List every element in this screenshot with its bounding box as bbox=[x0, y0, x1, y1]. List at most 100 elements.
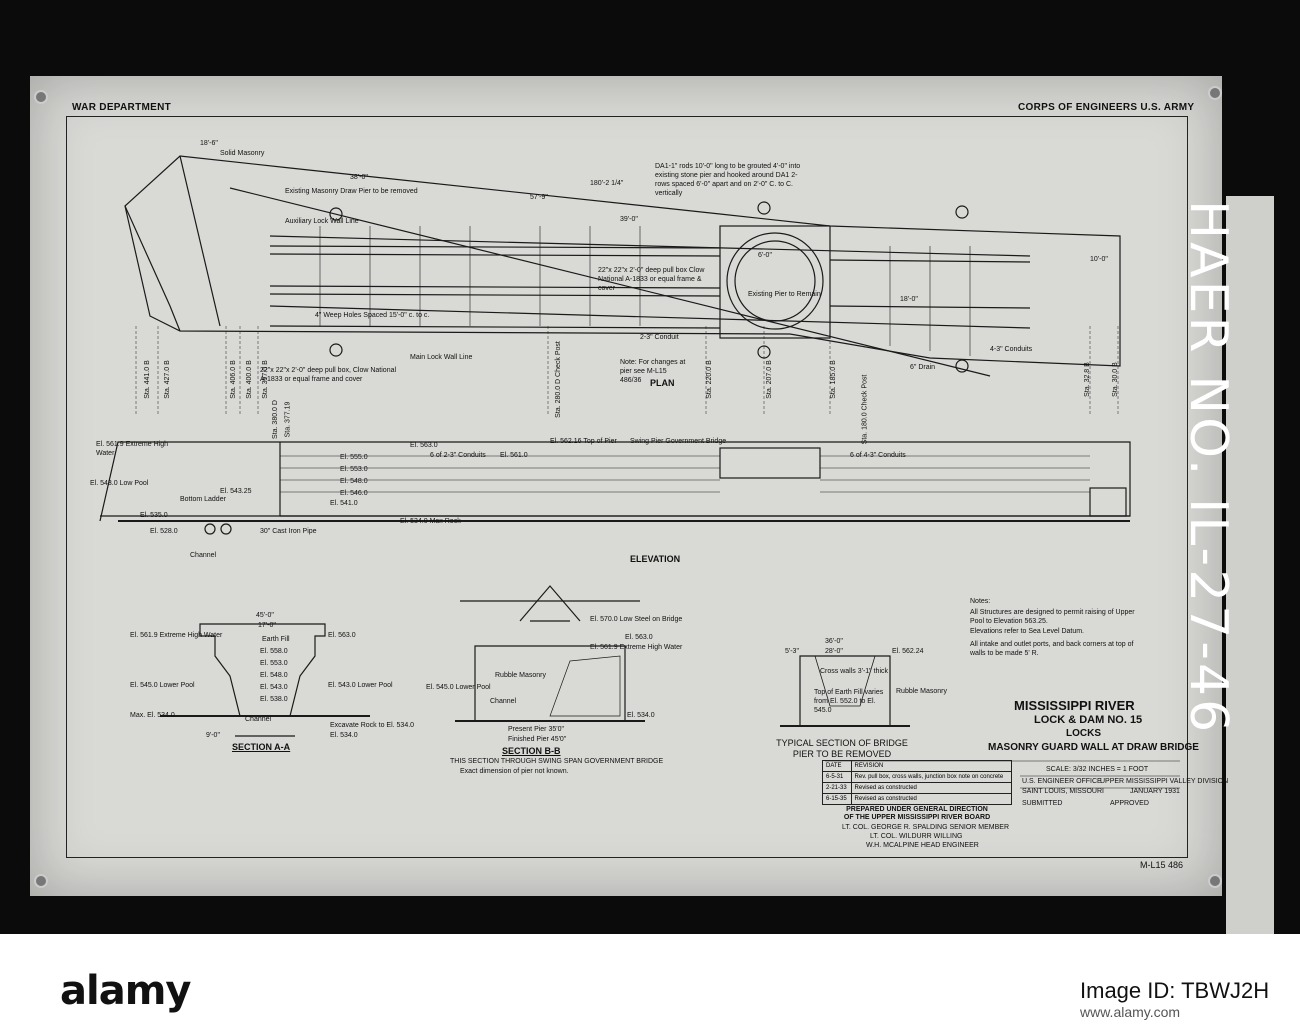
header-right: CORPS OF ENGINEERS U.S. ARMY bbox=[1018, 102, 1195, 113]
title-sheet-number: M-L15 486 bbox=[1140, 860, 1184, 870]
plan-dim-7: 10'-0" bbox=[1090, 256, 1108, 263]
station-label: Sta. 280.0 D Check Post bbox=[554, 341, 562, 418]
station-label: Sta. 400.0 B bbox=[245, 360, 253, 399]
pier-level: El. 562.24 bbox=[892, 648, 924, 655]
revision-date: 6-5-31 bbox=[822, 771, 852, 783]
plan-title: PLAN bbox=[650, 378, 675, 388]
elev-cast-pipe: 30" Cast Iron Pipe bbox=[260, 528, 317, 535]
pier-dim: 28'-0" bbox=[825, 648, 843, 655]
bb-finished: Finished Pier 45'0" bbox=[508, 736, 567, 743]
plan-drain: 6" Drain bbox=[910, 364, 936, 371]
station-label: Sta. 397.0 B bbox=[261, 360, 269, 399]
elev-bottom-ladder: Bottom Ladder bbox=[180, 496, 226, 503]
site-url[interactable]: www.alamy.com bbox=[1080, 1004, 1181, 1020]
alamy-logo[interactable]: alamy bbox=[60, 968, 191, 1014]
elev-conduits-a: 6 of 2-3" Conduits bbox=[430, 452, 486, 459]
notes-line: All Structures are designed to permit ra… bbox=[970, 609, 1135, 625]
sheet-edge bbox=[1226, 196, 1274, 966]
drawing-sheet: WAR DEPARTMENT CORPS OF ENGINEERS U.S. A… bbox=[30, 76, 1274, 966]
aa-dim: 45'-0" bbox=[256, 612, 274, 619]
pier-cross-walls: Cross walls 3'-1" thick bbox=[820, 668, 889, 675]
elev-level: El. 543.25 bbox=[220, 488, 252, 495]
aa-dim: 9'-0" bbox=[206, 732, 220, 739]
station-label: Sta. 427.0 B bbox=[163, 360, 171, 399]
title-division: UPPER MISSISSIPPI VALLEY DIVISION bbox=[1100, 778, 1229, 785]
plan-conduit-2: 2-3" Conduit bbox=[640, 334, 679, 341]
thumbtack-icon bbox=[34, 874, 48, 888]
title-scale: SCALE: 3/32 INCHES = 1 FOOT bbox=[1046, 766, 1149, 773]
plan-change-note: Note: For changes at pier see M-L15 486/… bbox=[620, 359, 686, 384]
elev-max-rock: El. 534.0 Max Rock bbox=[400, 518, 461, 525]
title-city: SAINT LOUIS, MISSOURI bbox=[1022, 788, 1104, 795]
plan-pullbox-note-2: 22"x 22"x 2'-0" deep pull box, Clow Nati… bbox=[260, 367, 397, 383]
notes-line: All intake and outlet ports, and back co… bbox=[970, 641, 1134, 657]
header-left: WAR DEPARTMENT bbox=[72, 102, 172, 113]
plan-pier-remain: Existing Pier to Remain bbox=[748, 291, 821, 298]
bb-low-steel: El. 570.0 Low Steel on Bridge bbox=[590, 616, 683, 623]
elev-level: El. 528.0 bbox=[150, 528, 178, 535]
bb-level: El. 534.0 bbox=[627, 712, 655, 719]
thumbtack-icon bbox=[1208, 874, 1222, 888]
title-board-1: LT. COL. GEORGE R. SPALDING SENIOR MEMBE… bbox=[842, 824, 1009, 831]
plan-dim-2: 57'-9" bbox=[530, 194, 548, 201]
thumbtack-icon bbox=[34, 90, 48, 104]
revision-row: 6-15-35 Revised as constructed bbox=[822, 793, 1013, 805]
elev-level: El. 541.0 bbox=[330, 500, 358, 507]
station-label: Sta. 185.0 B bbox=[829, 360, 837, 399]
aa-level: El. 543.0 bbox=[260, 684, 288, 691]
plan-weep-holes: 4" Weep Holes Spaced 15'-0" c. to c. bbox=[315, 312, 430, 319]
elev-level: El. 553.0 bbox=[340, 466, 368, 473]
aa-excavate: Excavate Rock to El. 534.0 bbox=[330, 722, 415, 729]
plan-dim-overall: 180'-2 1/4" bbox=[590, 180, 624, 187]
bb-rubble: Rubble Masonry bbox=[495, 672, 546, 679]
plan-dim-3: 39'-0" bbox=[620, 216, 638, 223]
title-subject: MASONRY GUARD WALL AT DRAW BRIDGE bbox=[988, 742, 1199, 753]
title-board-2: LT. COL. WILDURR WILLING bbox=[870, 833, 963, 840]
aa-level: El. 558.0 bbox=[260, 648, 288, 655]
station-label: Sta. 406.0 B bbox=[229, 360, 237, 399]
station-label: Sta. 220.0 B bbox=[705, 360, 713, 399]
section-bb-title: SECTION B-B bbox=[502, 746, 561, 756]
revisions-table: DATE REVISION 6-5-31 Rev. pull box, cros… bbox=[822, 760, 1013, 805]
elevation-title: ELEVATION bbox=[630, 554, 681, 564]
revision-row: 6-5-31 Rev. pull box, cross walls, junct… bbox=[822, 771, 1013, 783]
plan-existing-pier: Existing Masonry Draw Pier to be removed bbox=[285, 188, 418, 195]
stock-footer bbox=[0, 934, 1300, 1024]
aa-level: El. 534.0 bbox=[330, 732, 358, 739]
plan-dowel-note: DA1-1" rods 10'-0" long to be grouted 4'… bbox=[655, 163, 801, 197]
thumbtack-icon bbox=[1208, 86, 1222, 100]
plan-conduit-4: 4-3" Conduits bbox=[990, 346, 1033, 353]
revision-text: Rev. pull box, cross walls, junction box… bbox=[850, 771, 1013, 783]
revisions-header-revision: REVISION bbox=[850, 760, 1013, 772]
elev-swing-bridge: Swing Pier Government Bridge bbox=[630, 438, 727, 445]
bb-present: Present Pier 35'0" bbox=[508, 726, 564, 733]
aa-dim: 17'-0" bbox=[258, 622, 276, 629]
title-date: JANUARY 1931 bbox=[1130, 788, 1180, 795]
title-approved: APPROVED bbox=[1110, 800, 1149, 807]
elev-level: El. 561.0 bbox=[500, 452, 528, 459]
bb-channel: Channel bbox=[490, 698, 517, 705]
elev-level: El. 548.0 bbox=[340, 478, 368, 485]
bb-level: El. 545.0 Lower Pool bbox=[426, 684, 491, 691]
revision-row: 2-21-33 Revised as constructed bbox=[822, 782, 1013, 794]
bb-level: El. 563.0 bbox=[625, 634, 653, 641]
title-river: MISSISSIPPI RIVER bbox=[1014, 698, 1135, 713]
plan-dim-5: 18'-0" bbox=[900, 296, 918, 303]
station-label: Sta. 377.19 bbox=[284, 401, 292, 438]
station-label: Sta. 207.0 B bbox=[765, 360, 773, 399]
pier-dim: 5'-3" bbox=[785, 648, 799, 655]
plan-solid-masonry: Solid Masonry bbox=[220, 150, 265, 157]
aa-level: El. 545.0 Lower Pool bbox=[130, 682, 195, 689]
pier-section-title: TYPICAL SECTION OF BRIDGE PIER TO BE REM… bbox=[776, 738, 908, 759]
notes-line: Elevations refer to Sea Level Datum. bbox=[970, 628, 1085, 635]
aa-level: El. 563.0 bbox=[328, 632, 356, 639]
revision-text: Revised as constructed bbox=[850, 793, 1013, 805]
pier-rubble: Rubble Masonry bbox=[896, 688, 947, 695]
station-label: Sta. 32.8 B bbox=[1083, 362, 1091, 397]
notes-heading: Notes: bbox=[970, 598, 991, 605]
elev-level: El. 546.0 bbox=[340, 490, 368, 497]
bb-level: El. 561.9 Extreme High Water bbox=[590, 644, 683, 651]
elev-level: El. 555.0 bbox=[340, 454, 368, 461]
plan-aux-wall: Auxiliary Lock Wall Line bbox=[285, 218, 359, 225]
aa-level: El. 561.9 Extreme High Water bbox=[130, 632, 223, 639]
